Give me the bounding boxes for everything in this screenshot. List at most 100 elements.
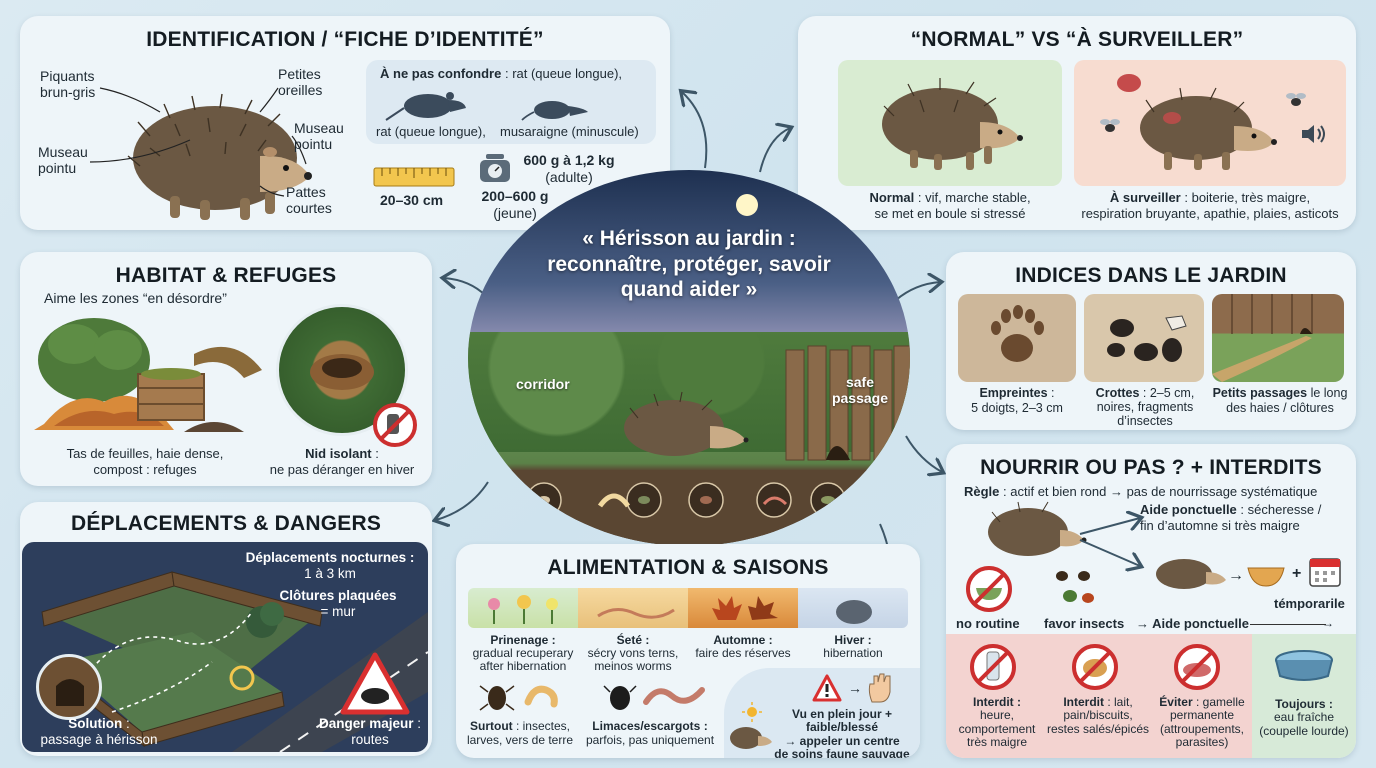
weight-adult-value: 600 g à 1,2 kg [523,152,615,168]
indices-caption-3-rest: le long [1307,386,1348,400]
season-spring-b: gradual recuperary [472,646,574,661]
nest-icon [310,354,374,390]
watch-caption-text: : boiterie, très maigre, [1180,190,1311,205]
no-routine-icon [966,566,1012,612]
habitat-caption-1a: Tas de feuilles, haie dense, [66,446,224,461]
aide-line [1250,624,1326,625]
normal-card [838,60,1062,186]
leaf-pile-illustration [34,318,262,432]
identification-title: IDENTIFICATION / “FICHE D’IDENTITÉ” [146,28,544,51]
fly-icon-2 [1286,93,1306,106]
warning-icon [812,674,842,702]
weight-adult: 600 g à 1,2 kg (adulte) [514,152,624,186]
interdit-1b: heure, [979,708,1015,723]
eviter-c: (attroupements, [1159,721,1245,736]
confuse-heading-bold: À ne pas confondre [380,66,502,81]
indices-panel: INDICES DANS LE JARDIN [946,252,1356,430]
season-winter [798,588,908,628]
normal-caption-head: Normal [869,190,915,205]
aide-ponctuelle-arrow-label: → Aide ponctuelle [1136,616,1249,632]
arrow-to-nourrir [905,435,942,472]
fork-arrows [1079,514,1146,574]
confuse-heading-rest: : rat (queue longue), [501,66,623,81]
no-bowl-icon [1174,644,1220,690]
aide-line-arrowhead: → [1322,616,1334,630]
center-scene: « Hérisson au jardin : reconnaître, prot… [468,170,910,546]
danger-caption-head: Danger majeur [318,716,414,731]
confuse-heading: À ne pas confondre : rat (queue longue), [380,66,650,82]
no-bread-icon [1072,644,1118,690]
eviter-caption: Éviter : gamelle permanente (attroupemen… [1152,695,1252,750]
normal-caption: Normal : vif, marche stable, se met en b… [838,190,1062,221]
interdit-1c: comportement [958,721,1036,736]
deplacements-panel: DÉPLACEMENTS & DANGERS [20,502,432,756]
arrow-to-habitat [444,278,487,297]
indices-caption-3b: des haies / clôtures [1226,401,1334,415]
indices-caption-3-head: Petits passages [1212,386,1308,400]
habitat-caption-1b: compost : refuges [93,461,197,477]
arrow-to-identification [682,92,708,169]
night-map [22,542,428,752]
indices-caption-3: Petits passages le long des haies / clôt… [1208,386,1352,416]
aide-b: fin d’automne si très maigre [1140,517,1300,533]
interdit-2b: pain/biscuits, [1063,708,1133,723]
scale-icon [480,154,510,182]
eviter-head: Éviter [1159,695,1193,709]
droppings-icon [1107,315,1187,362]
black-beetle-icon [603,685,637,710]
weight-young-note: (jeune) [493,204,537,221]
shrew-icon [521,101,588,121]
beetle-icon [479,685,515,711]
watch-caption-head: À surveiller [1109,190,1181,205]
deplacements-label-1b: 1 à 3 km [304,566,356,582]
deplacements-title: DÉPLACEMENTS & DANGERS [70,512,382,535]
habitat-caption-2b: ne pas déranger en hiver [269,461,415,477]
indices-caption-2b: noires, fragments [1096,400,1194,414]
help-text-3: de soins faune sauvage [774,747,910,758]
indices-caption-1b: 5 doigts, 2–3 cm [971,401,1063,415]
season-winter-caption: Hiver : hibernation [794,633,912,661]
food-caption-1b: larves, vers de terre [466,732,574,747]
normal-vs-title: “NORMAL” VS “À SURVEILLER” [910,28,1244,51]
season-autumn [688,588,798,628]
indices-title: INDICES DANS LE JARDIN [1015,264,1287,287]
rat-icon [385,92,466,121]
eviter-d: parasites) [1175,735,1229,750]
food-caption-1-head: Surtout [469,719,513,733]
habitat-caption-1: Tas de feuilles, haie dense, compost : r… [40,446,250,477]
footprint-icon [991,305,1044,362]
deplacements-label-1: Déplacements nocturnes : 1 à 3 km [232,550,428,582]
food-caption-2-head: Limaces/escargots : [592,719,708,733]
indices-caption-2-head: Crottes [1095,386,1140,400]
toujours-c: (coupelle lourde) [1259,723,1349,738]
interdit-caption-2: Interdit : lait, pain/biscuits, restes s… [1044,695,1152,736]
interdit-2c: restes salés/épicés [1046,721,1150,736]
habitat-caption-2-rest: : [371,446,379,461]
season-autumn-caption: Automne : faire des réserves [684,633,802,660]
label-spines-text: Piquants brun-gris [40,68,96,101]
water-bowl-icon [1275,650,1333,681]
aide-head: Aide ponctuelle [1140,502,1237,517]
indices-caption-1-head: Empreintes [979,386,1048,400]
small-hedgehog-icon [730,727,772,749]
weight-adult-note: (adulte) [545,168,593,185]
season-winter-b: hibernation [823,646,883,661]
season-spring [468,588,578,628]
confuse-rat-caption: rat (queue longue), [376,124,486,139]
moon-icon [736,194,758,216]
food-caption-2b: parfois, pas uniquement [585,732,715,747]
size-value: 20–30 cm [380,192,444,208]
indices-caption-1-rest: : [1047,386,1055,400]
soil-bugs [526,482,846,518]
season-winter-head: Hiver : [834,633,872,647]
habitat-caption-2-head: Nid isolant [305,446,372,461]
aide-ponctuelle-arrow-text: → Aide ponctuelle [1136,616,1249,631]
identification-panel: IDENTIFICATION / “FICHE D’IDENTITÉ” Piqu… [20,16,670,230]
danger-caption-rest: : [413,716,422,731]
toujours-head: Toujours : [1275,697,1333,711]
season-summer-c: meinos worms [594,659,672,674]
interdit-1d: très maigre [966,735,1028,750]
larva-icon [524,685,558,708]
danger-caption-b: routes [351,732,389,748]
aide-rest: : sécheresse / [1236,502,1322,517]
